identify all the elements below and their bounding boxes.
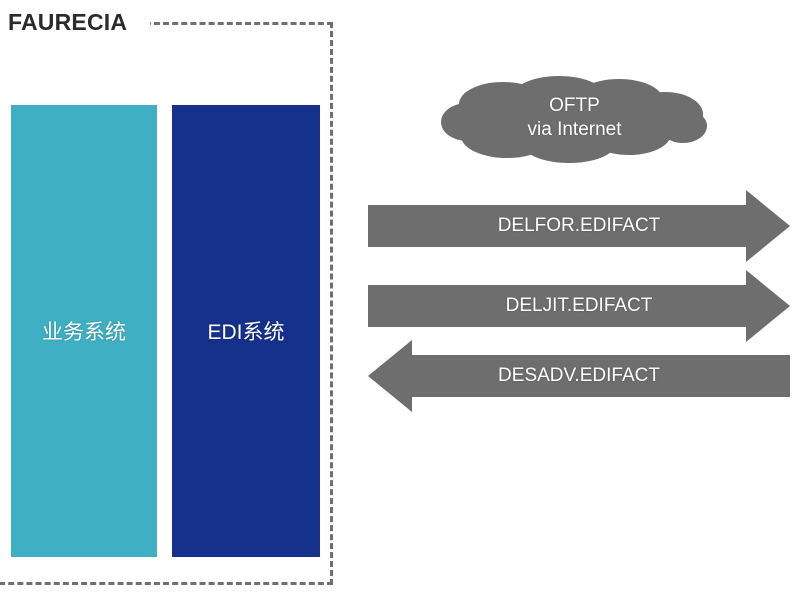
flow-arrow-deljit[interactable]: DELJIT.EDIFACT xyxy=(368,270,790,342)
cloud-icon xyxy=(441,76,707,163)
oftp-cloud[interactable]: OFTP via Internet xyxy=(437,72,712,164)
faurecia-boundary-box xyxy=(0,22,333,585)
edi-system-label: EDI系统 xyxy=(207,321,285,344)
flow-arrow-delfor[interactable]: DELFOR.EDIFACT xyxy=(368,190,790,262)
flow-arrow-desadv[interactable]: DESADV.EDIFACT xyxy=(368,340,790,412)
edi-system-box[interactable]: EDI系统 xyxy=(172,105,320,557)
business-system-label: 业务系统 xyxy=(42,321,126,344)
arrow-right-icon xyxy=(368,270,790,342)
arrow-left-icon xyxy=(368,340,790,412)
business-system-box[interactable]: 业务系统 xyxy=(11,105,157,557)
arrow-right-icon xyxy=(368,190,790,262)
boundary-title-mask xyxy=(0,14,150,34)
page-title: FAURECIA xyxy=(8,9,128,35)
